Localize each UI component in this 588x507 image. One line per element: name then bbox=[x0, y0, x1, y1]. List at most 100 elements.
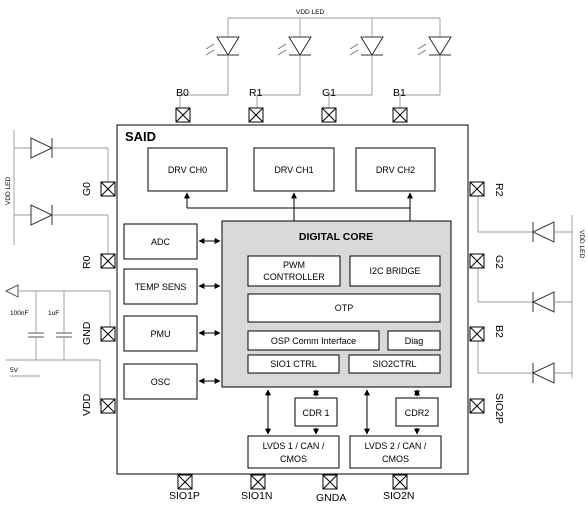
digital-core: DIGITAL CORE PWM CONTROLLER I2C BRIDGE O… bbox=[221, 220, 452, 388]
pin-sio1p bbox=[177, 474, 193, 490]
pin-b1 bbox=[392, 107, 408, 123]
sio2-ctrl-label: SIO2CTRL bbox=[372, 359, 416, 369]
digital-core-title: DIGITAL CORE bbox=[299, 231, 373, 243]
pin-label-sio2p: SIO2P bbox=[493, 393, 505, 424]
top-pins: B0 R1 G1 B1 bbox=[175, 87, 408, 123]
pin-label-gnd: GND bbox=[81, 321, 93, 345]
pin-b2 bbox=[469, 326, 485, 342]
otp-block: OTP bbox=[247, 293, 441, 323]
led-top-b1 bbox=[399, 18, 452, 110]
drv-ch2: DRV CH2 bbox=[355, 147, 436, 192]
otp-label: OTP bbox=[335, 303, 354, 313]
pin-g1 bbox=[321, 107, 337, 123]
led-left-r0 bbox=[30, 204, 54, 226]
cdr1-label: CDR 1 bbox=[302, 408, 329, 418]
pin-label-b0: B0 bbox=[176, 87, 189, 99]
pin-label-g2: G2 bbox=[493, 255, 505, 269]
pwm-label-line1: PWM bbox=[283, 260, 305, 270]
left-led-circuit: VDD LED bbox=[5, 130, 109, 254]
osp-comm-label: OSP Comm Interface bbox=[271, 336, 356, 346]
left-pins: G0 R0 GND VDD bbox=[81, 181, 116, 416]
pin-g2 bbox=[469, 253, 485, 269]
top-led-circuit: VDD LED bbox=[179, 9, 452, 110]
pin-sio1n bbox=[250, 474, 266, 490]
diag-label: Diag bbox=[405, 336, 424, 346]
pin-r0 bbox=[100, 253, 116, 269]
osc-block: OSC bbox=[123, 363, 198, 400]
led-top-r1 bbox=[256, 18, 312, 110]
diag-block: Diag bbox=[387, 330, 441, 351]
osc-label: OSC bbox=[151, 377, 171, 387]
lvds1-label-line2: CMOS bbox=[280, 454, 307, 464]
drv-ch2-label: DRV CH2 bbox=[376, 165, 415, 175]
pin-sio2p bbox=[469, 398, 485, 414]
osp-comm-block: OSP Comm Interface bbox=[247, 330, 380, 351]
pin-label-gnda: GNDA bbox=[316, 492, 346, 504]
adc-block: ADC bbox=[123, 223, 198, 260]
pin-r2 bbox=[469, 181, 485, 197]
temp-sens-block: TEMP SENS bbox=[123, 268, 198, 305]
pin-gnd bbox=[100, 326, 116, 342]
sio2-ctrl-block: SIO2CTRL bbox=[348, 354, 441, 374]
cap-100nf-label: 100nF bbox=[10, 310, 28, 317]
pin-label-g1: G1 bbox=[322, 87, 336, 99]
pwm-label-line2: CONTROLLER bbox=[263, 272, 325, 282]
adc-label: ADC bbox=[151, 237, 171, 247]
lvds1-block: LVDS 1 / CAN / CMOS bbox=[247, 435, 340, 469]
pin-r1 bbox=[248, 107, 264, 123]
pin-label-b2: B2 bbox=[493, 325, 505, 338]
led-top-b0 bbox=[179, 18, 240, 110]
pin-vdd bbox=[100, 398, 116, 414]
drv-ch1-label: DRV CH1 bbox=[274, 165, 313, 175]
led-left-g0 bbox=[30, 137, 54, 159]
pin-label-vdd: VDD bbox=[81, 393, 93, 416]
drv-ch0-label: DRV CH0 bbox=[168, 165, 207, 175]
left-block-links bbox=[198, 238, 221, 384]
lvds2-label-line2: CMOS bbox=[382, 454, 409, 464]
sio1-ctrl-block: SIO1 CTRL bbox=[247, 354, 340, 374]
pin-b0 bbox=[175, 107, 191, 123]
i2c-bridge-block: I2C BRIDGE bbox=[349, 255, 441, 287]
led-right-r2 bbox=[531, 221, 555, 243]
pin-label-r1: R1 bbox=[249, 87, 263, 99]
pmu-label: PMU bbox=[151, 329, 171, 339]
pwm-controller-block: PWM CONTROLLER bbox=[247, 255, 341, 287]
vdd-led-left-label: VDD LED bbox=[5, 177, 12, 205]
cdr2-label: CDR2 bbox=[405, 408, 430, 418]
bottom-pins: SIO1P SIO1N GNDA SIO2N bbox=[169, 474, 415, 504]
pin-gnda bbox=[322, 474, 338, 490]
led-right-b2 bbox=[531, 362, 555, 384]
chip-title: SAID bbox=[125, 129, 156, 144]
vdd-led-right-label: VDD LED bbox=[578, 230, 585, 258]
pin-label-sio1n: SIO1N bbox=[241, 490, 273, 502]
i2c-bridge-label: I2C BRIDGE bbox=[369, 266, 420, 276]
pin-label-b1: B1 bbox=[393, 87, 406, 99]
vdd-led-top-label: VDD LED bbox=[296, 9, 324, 16]
pin-label-r2: R2 bbox=[493, 183, 505, 197]
pin-sio2n bbox=[392, 474, 408, 490]
supply-5v-label: 5V bbox=[10, 367, 19, 374]
led-right-g2 bbox=[531, 291, 555, 313]
sio1-ctrl-label: SIO1 CTRL bbox=[270, 359, 317, 369]
drv-ch1: DRV CH1 bbox=[253, 147, 335, 192]
led-top-g1 bbox=[328, 18, 384, 110]
pin-g0 bbox=[100, 181, 116, 197]
pin-label-g0: G0 bbox=[81, 182, 93, 196]
lvds2-block: LVDS 2 / CAN / CMOS bbox=[349, 435, 442, 469]
temp-sens-label: TEMP SENS bbox=[135, 282, 187, 292]
lvds1-label-line1: LVDS 1 / CAN / bbox=[263, 441, 325, 451]
lvds2-label-line1: LVDS 2 / CAN / bbox=[365, 441, 427, 451]
pin-label-sio1p: SIO1P bbox=[169, 490, 200, 502]
right-pins: R2 G2 B2 SIO2P bbox=[469, 181, 505, 424]
cdr1-block: CDR 1 bbox=[294, 397, 338, 427]
pin-label-sio2n: SIO2N bbox=[383, 490, 415, 502]
pmu-block: PMU bbox=[123, 315, 198, 352]
sio-links bbox=[265, 389, 420, 435]
drv-ch0: DRV CH0 bbox=[147, 147, 228, 192]
cap-1uf-label: 1uF bbox=[48, 310, 59, 317]
cdr2-block: CDR2 bbox=[395, 397, 439, 427]
right-led-circuit: VDD LED bbox=[477, 189, 585, 384]
pin-label-r0: R0 bbox=[81, 255, 93, 269]
power-circuit: 100nF 1uF 5V bbox=[4, 284, 111, 406]
